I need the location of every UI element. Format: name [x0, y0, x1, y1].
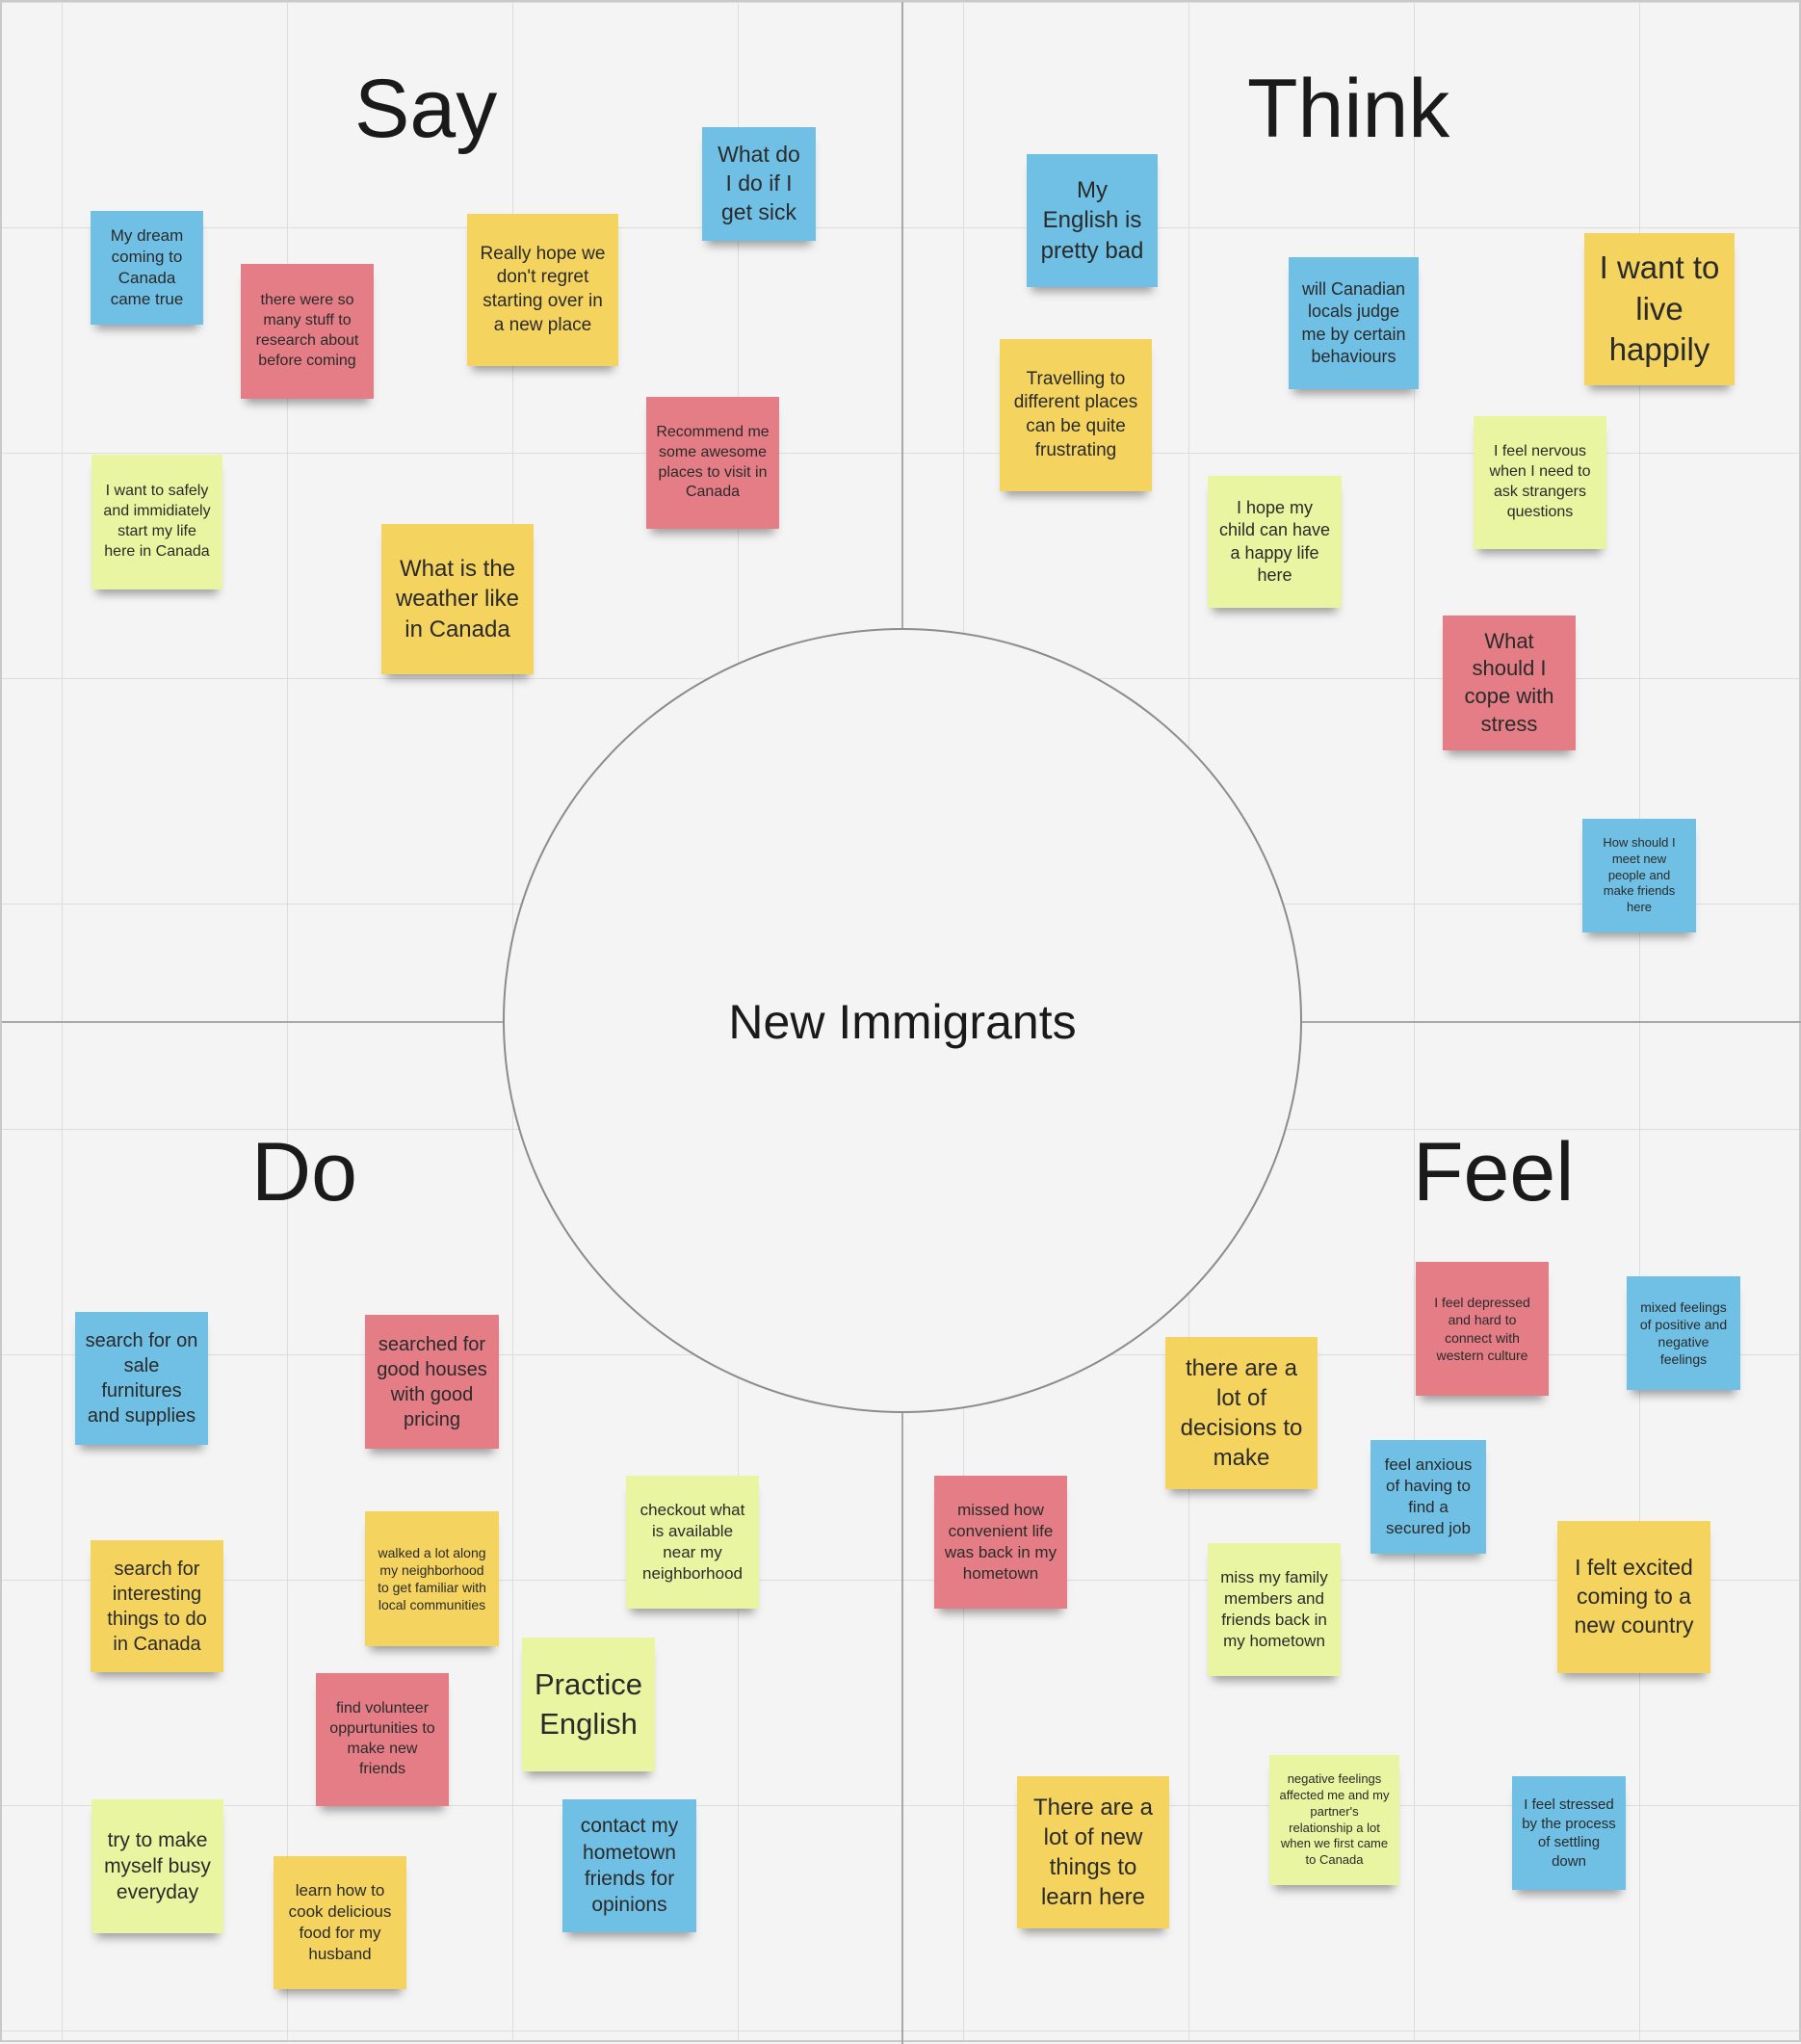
sticky-note[interactable]: contact my hometown friends for opinions — [562, 1799, 696, 1932]
sticky-note[interactable]: feel anxious of having to find a secured… — [1370, 1440, 1486, 1554]
sticky-note[interactable]: My English is pretty bad — [1027, 154, 1158, 287]
sticky-note[interactable]: search for interesting things to do in C… — [91, 1540, 223, 1672]
sticky-note[interactable]: I want to live happily — [1584, 233, 1735, 385]
sticky-note[interactable]: I feel depressed and hard to connect wit… — [1416, 1262, 1549, 1396]
sticky-note[interactable]: learn how to cook delicious food for my … — [274, 1856, 406, 1989]
sticky-note[interactable]: walked a lot along my neighborhood to ge… — [365, 1511, 499, 1646]
sticky-note[interactable]: try to make myself busy everyday — [91, 1799, 223, 1933]
sticky-note[interactable]: What do I do if I get sick — [702, 127, 816, 241]
sticky-note[interactable]: there are a lot of decisions to make — [1165, 1337, 1318, 1489]
sticky-note[interactable]: missed how convenient life was back in m… — [934, 1476, 1067, 1609]
sticky-note[interactable]: Really hope we don't regret starting ove… — [467, 214, 618, 366]
sticky-note[interactable]: My dream coming to Canada came true — [91, 211, 203, 325]
sticky-note[interactable]: Recommend me some awesome places to visi… — [646, 397, 779, 529]
center-circle — [503, 628, 1302, 1413]
sticky-note[interactable]: I felt excited coming to a new country — [1557, 1521, 1710, 1673]
center-label: New Immigrants — [728, 995, 1077, 1049]
sticky-note[interactable]: checkout what is available near my neigh… — [626, 1476, 759, 1609]
sticky-note[interactable]: What is the weather like in Canada — [381, 524, 534, 674]
sticky-note[interactable]: searched for good houses with good prici… — [365, 1315, 499, 1449]
sticky-note[interactable]: there were so many stuff to research abo… — [241, 264, 374, 399]
sticky-note[interactable]: I feel nervous when I need to ask strang… — [1474, 416, 1606, 549]
sticky-note[interactable]: will Canadian locals judge me by certain… — [1289, 257, 1419, 389]
sticky-note[interactable]: I hope my child can have a happy life he… — [1208, 476, 1342, 608]
sticky-note[interactable]: Practice English — [522, 1638, 655, 1771]
sticky-note[interactable]: miss my family members and friends back … — [1208, 1543, 1341, 1676]
sticky-note[interactable]: I feel stressed by the process of settli… — [1512, 1776, 1626, 1890]
sticky-note[interactable]: What should I cope with stress — [1443, 616, 1576, 750]
quadrant-title-think: Think — [1247, 63, 1450, 155]
quadrant-title-do: Do — [251, 1126, 357, 1219]
sticky-note[interactable]: How should I meet new people and make fr… — [1582, 819, 1696, 932]
sticky-note[interactable]: mixed feelings of positive and negative … — [1627, 1276, 1740, 1390]
sticky-note[interactable]: There are a lot of new things to learn h… — [1017, 1776, 1169, 1928]
sticky-note[interactable]: find volunteer oppurtunities to make new… — [316, 1673, 449, 1806]
sticky-note[interactable]: Travelling to different places can be qu… — [1000, 339, 1152, 491]
quadrant-title-feel: Feel — [1413, 1126, 1575, 1219]
sticky-note[interactable]: I want to safely and immidiately start m… — [91, 455, 222, 590]
sticky-note[interactable]: search for on sale furnitures and suppli… — [75, 1312, 208, 1445]
quadrant-title-say: Say — [354, 63, 498, 155]
sticky-note[interactable]: negative feelings affected me and my par… — [1269, 1755, 1399, 1885]
